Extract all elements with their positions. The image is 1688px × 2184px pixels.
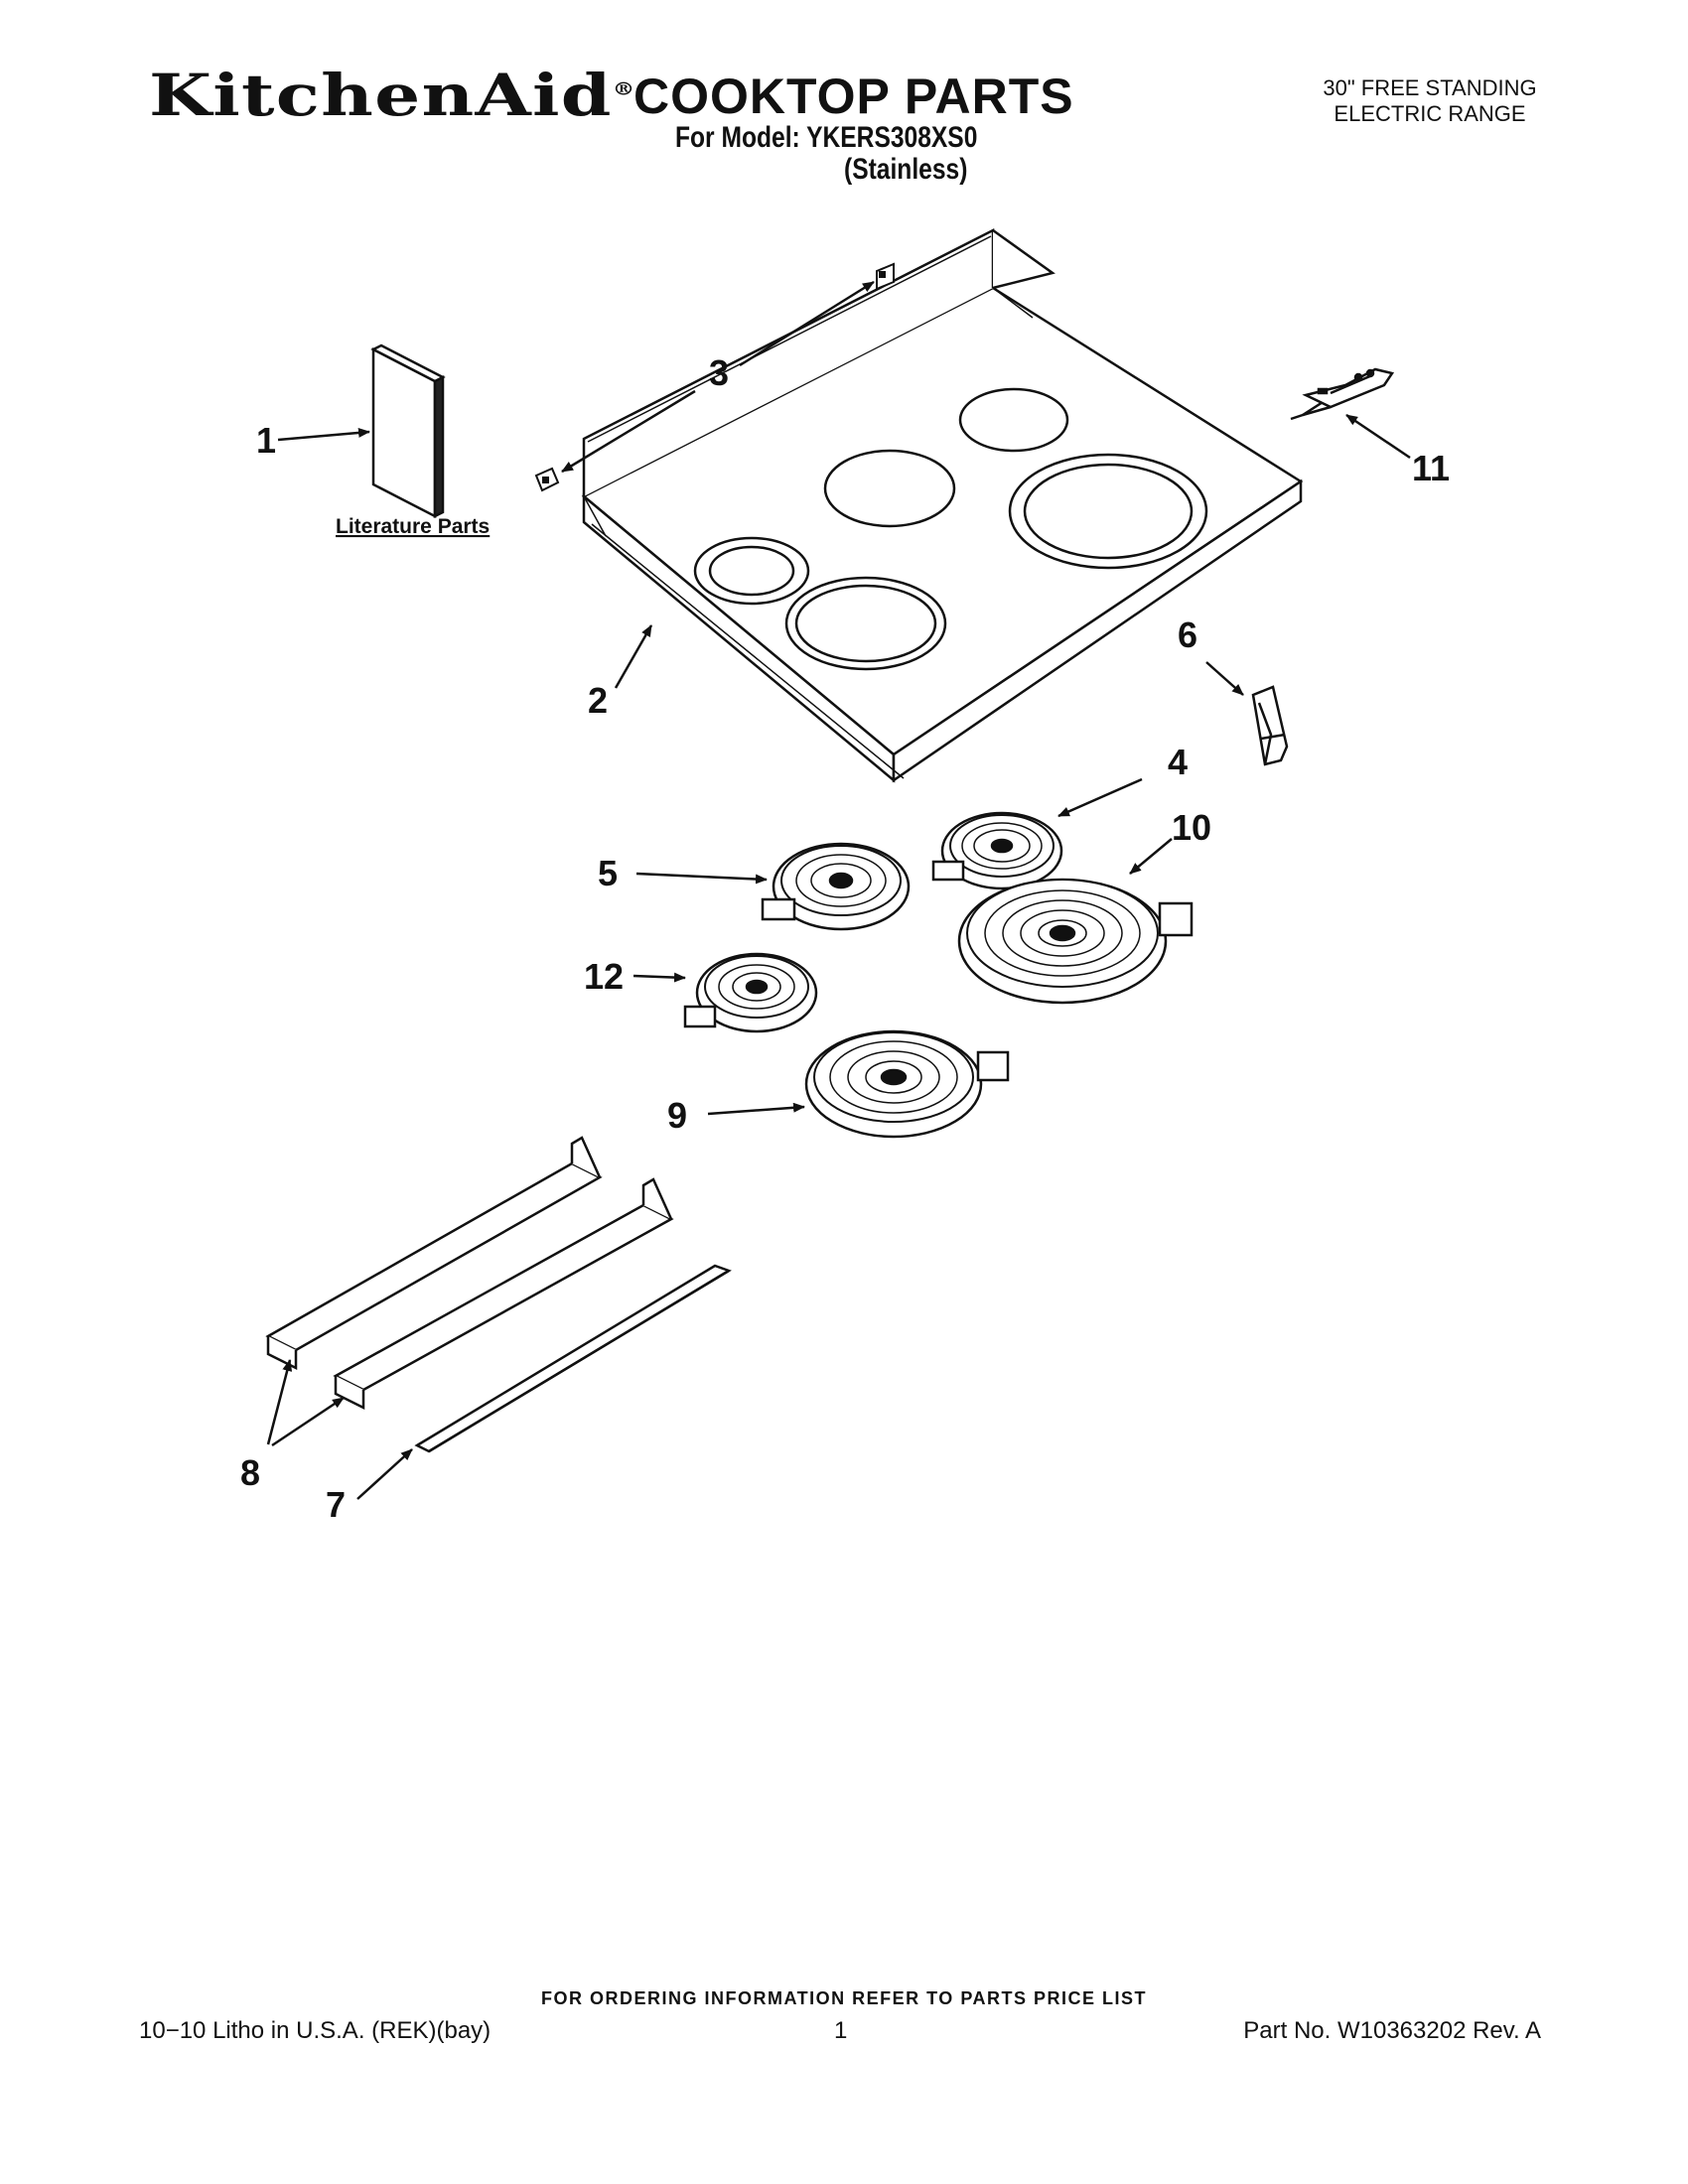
product-type: 30" FREE STANDING ELECTRIC RANGE (1291, 75, 1569, 127)
callout-9: 9 (667, 1095, 687, 1136)
element-12 (683, 952, 818, 1033)
product-type-line2: ELECTRIC RANGE (1334, 101, 1526, 126)
part-number: Part No. W10363202 Rev. A (1243, 2017, 1541, 2044)
page-title: COOKTOP PARTS (633, 68, 1074, 124)
element-4 (931, 811, 1063, 890)
brand-logo: KitchenAid® (149, 62, 635, 129)
callout-11: 11 (1412, 448, 1450, 488)
cooktop-assembly (581, 227, 1304, 783)
cooktop-burner-outlines (693, 387, 1208, 671)
callout-2: 2 (588, 680, 608, 721)
element-5 (761, 842, 911, 931)
page-number: 1 (834, 2017, 848, 2044)
literature-booklet (370, 343, 446, 519)
callout-3: 3 (709, 352, 729, 393)
support-channel-upper (265, 1136, 603, 1371)
element-9 (804, 1029, 1010, 1139)
literature-parts-label: Literature Parts (336, 515, 490, 538)
registered-mark: ® (612, 78, 636, 100)
callout-10: 10 (1172, 807, 1211, 848)
model-color: (Stainless) (844, 153, 968, 186)
callout-4: 4 (1168, 742, 1188, 782)
element-10 (957, 878, 1194, 1005)
backguard-clip (534, 262, 895, 492)
small-bracket (1251, 685, 1289, 766)
ordering-note: FOR ORDERING INFORMATION REFER TO PARTS … (540, 1988, 1147, 2008)
support-channel-lower (333, 1177, 674, 1411)
callout-1: 1 (256, 420, 276, 461)
product-type-line1: 30" FREE STANDING (1323, 75, 1537, 100)
model-number: For Model: YKERS308XS0 (675, 121, 978, 154)
litho-info: 10−10 Litho in U.S.A. (REK)(bay) (139, 2017, 492, 2044)
leader-arrows (266, 280, 1411, 1500)
brand-name: KitchenAid (149, 62, 613, 129)
trim-strip (414, 1264, 732, 1453)
callout-6: 6 (1178, 614, 1197, 655)
terminal-bracket (1290, 367, 1395, 421)
callout-5: 5 (598, 853, 618, 893)
callout-12: 12 (584, 956, 624, 997)
callout-7: 7 (326, 1484, 346, 1525)
callout-8: 8 (240, 1452, 260, 1493)
